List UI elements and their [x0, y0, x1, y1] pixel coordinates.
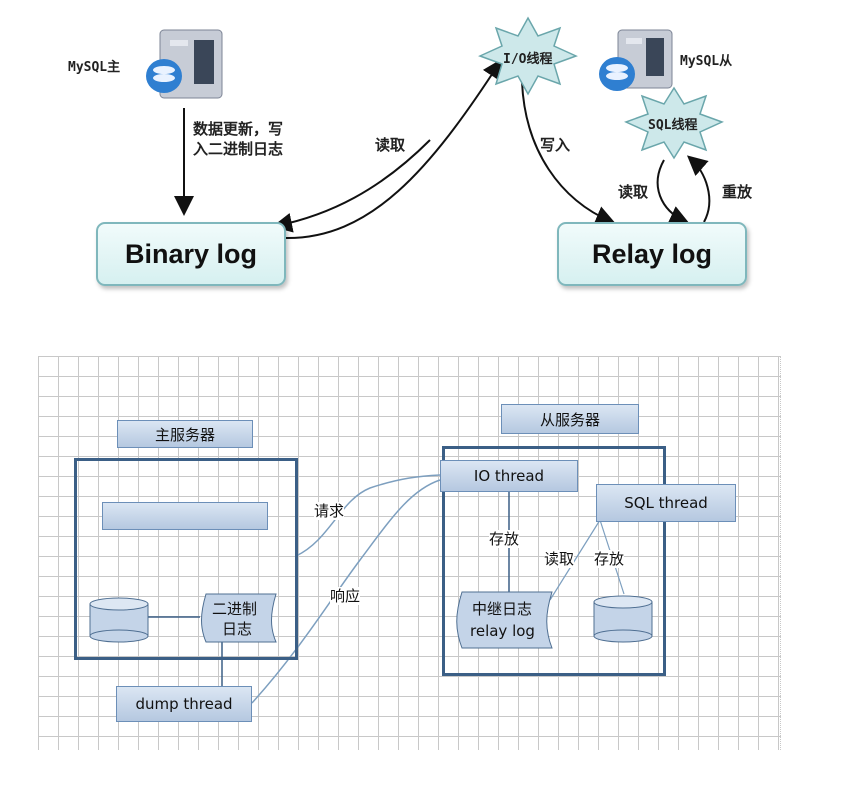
io-thread-label: I/O线程 — [503, 52, 553, 67]
read-label: 读取 — [375, 136, 406, 154]
store-label-2: 存放 — [594, 550, 625, 568]
slave-server-icon — [599, 29, 673, 91]
master-placeholder-bar — [102, 502, 268, 530]
response-line — [251, 479, 441, 704]
response-label: 响应 — [330, 587, 361, 605]
read-arrow — [283, 58, 503, 240]
binlog-label-line2: 日志 — [222, 620, 253, 638]
relay-label-line2: relay log — [470, 622, 535, 640]
store-label-1: 存放 — [489, 530, 520, 548]
slave-frame — [442, 446, 666, 676]
master-server-icon — [146, 29, 223, 99]
slave-label: MySQL从 — [680, 54, 733, 69]
update-note-line2: 入二进制日志 — [193, 140, 284, 158]
binary-log-box: Binary log — [96, 222, 286, 286]
sql-read-arrow — [656, 159, 690, 225]
io-thread-star — [478, 16, 578, 96]
sql-thread-label: SQL线程 — [648, 118, 698, 133]
replay-label: 重放 — [722, 183, 753, 201]
master-db-cylinder — [89, 597, 149, 643]
io-thread-box: IO thread — [440, 460, 578, 492]
slave-title-box: 从服务器 — [501, 404, 639, 434]
relay-log-box: Relay log — [557, 222, 747, 286]
top-connectors — [146, 16, 724, 240]
slave-db-cylinder — [593, 595, 653, 643]
replay-arrow — [686, 155, 711, 223]
binlog-label-line1: 二进制 — [212, 600, 258, 618]
sql-thread-star — [624, 86, 724, 160]
sql-thread-box: SQL thread — [596, 484, 736, 522]
update-note-line1: 数据更新，写 — [193, 120, 284, 138]
relay-label-line1: 中继日志 — [472, 600, 533, 618]
write-arrow — [521, 81, 616, 225]
master-title-box: 主服务器 — [117, 420, 253, 448]
read-label-bottom: 读取 — [544, 550, 575, 568]
request-label: 请求 — [314, 502, 345, 520]
sql-read-label: 读取 — [618, 183, 649, 201]
write-label: 写入 — [540, 136, 571, 154]
request-line — [295, 474, 441, 557]
master-frame — [74, 458, 298, 660]
relay-log-shape — [456, 591, 553, 649]
read-arrow-back — [272, 139, 431, 233]
binlog-shape — [201, 593, 277, 643]
master-label: MySQL主 — [68, 60, 121, 75]
dump-thread-box: dump thread — [116, 686, 252, 722]
